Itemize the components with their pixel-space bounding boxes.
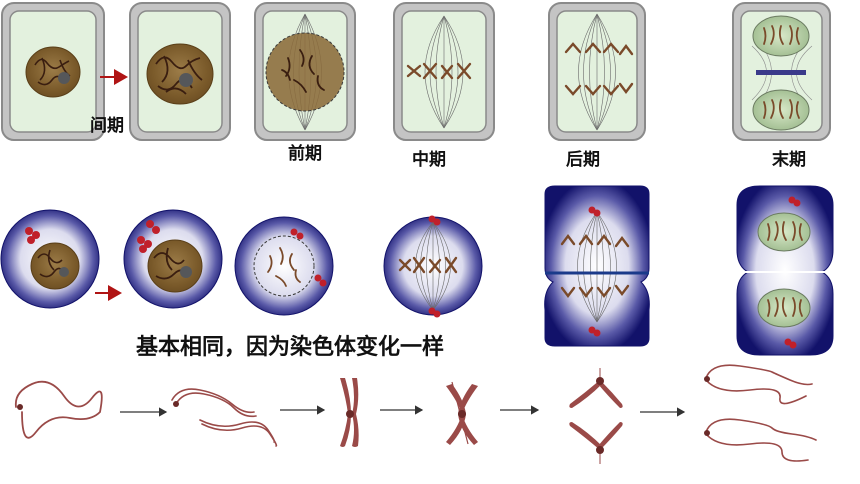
animal-cell-telophase (736, 185, 834, 356)
caption-comparison: 基本相同，因为染色体变化一样 (136, 335, 445, 360)
label-anaphase: 后期 (566, 150, 600, 170)
plant-cell-interphase-2 (129, 2, 231, 141)
plant-cell-prophase (254, 2, 356, 141)
chromosome-stage-4 (446, 381, 478, 445)
plant-cell-telophase (732, 2, 831, 141)
label-prophase: 前期 (288, 144, 322, 164)
centrosome (25, 227, 40, 244)
plant-cell-metaphase (393, 2, 495, 141)
animal-cell-interphase-1 (0, 209, 100, 309)
chromosome-stage-2 (171, 388, 278, 447)
chromosome-stage-5 (569, 368, 623, 464)
plant-cell-interphase-1 (1, 2, 105, 141)
animal-cell-anaphase (544, 185, 650, 347)
plant-cell-anaphase (548, 2, 646, 141)
label-metaphase: 中期 (412, 150, 446, 170)
chromosome-stage-3 (340, 378, 359, 447)
chromosome-stage-1 (14, 380, 103, 439)
label-telophase: 末期 (772, 150, 806, 170)
animal-cell-interphase-2 (123, 209, 223, 309)
animal-cell-metaphase (383, 215, 483, 318)
chromosome-stage-6 (704, 364, 817, 462)
label-interphase: 间期 (90, 116, 124, 136)
animal-cell-prophase (234, 216, 334, 316)
